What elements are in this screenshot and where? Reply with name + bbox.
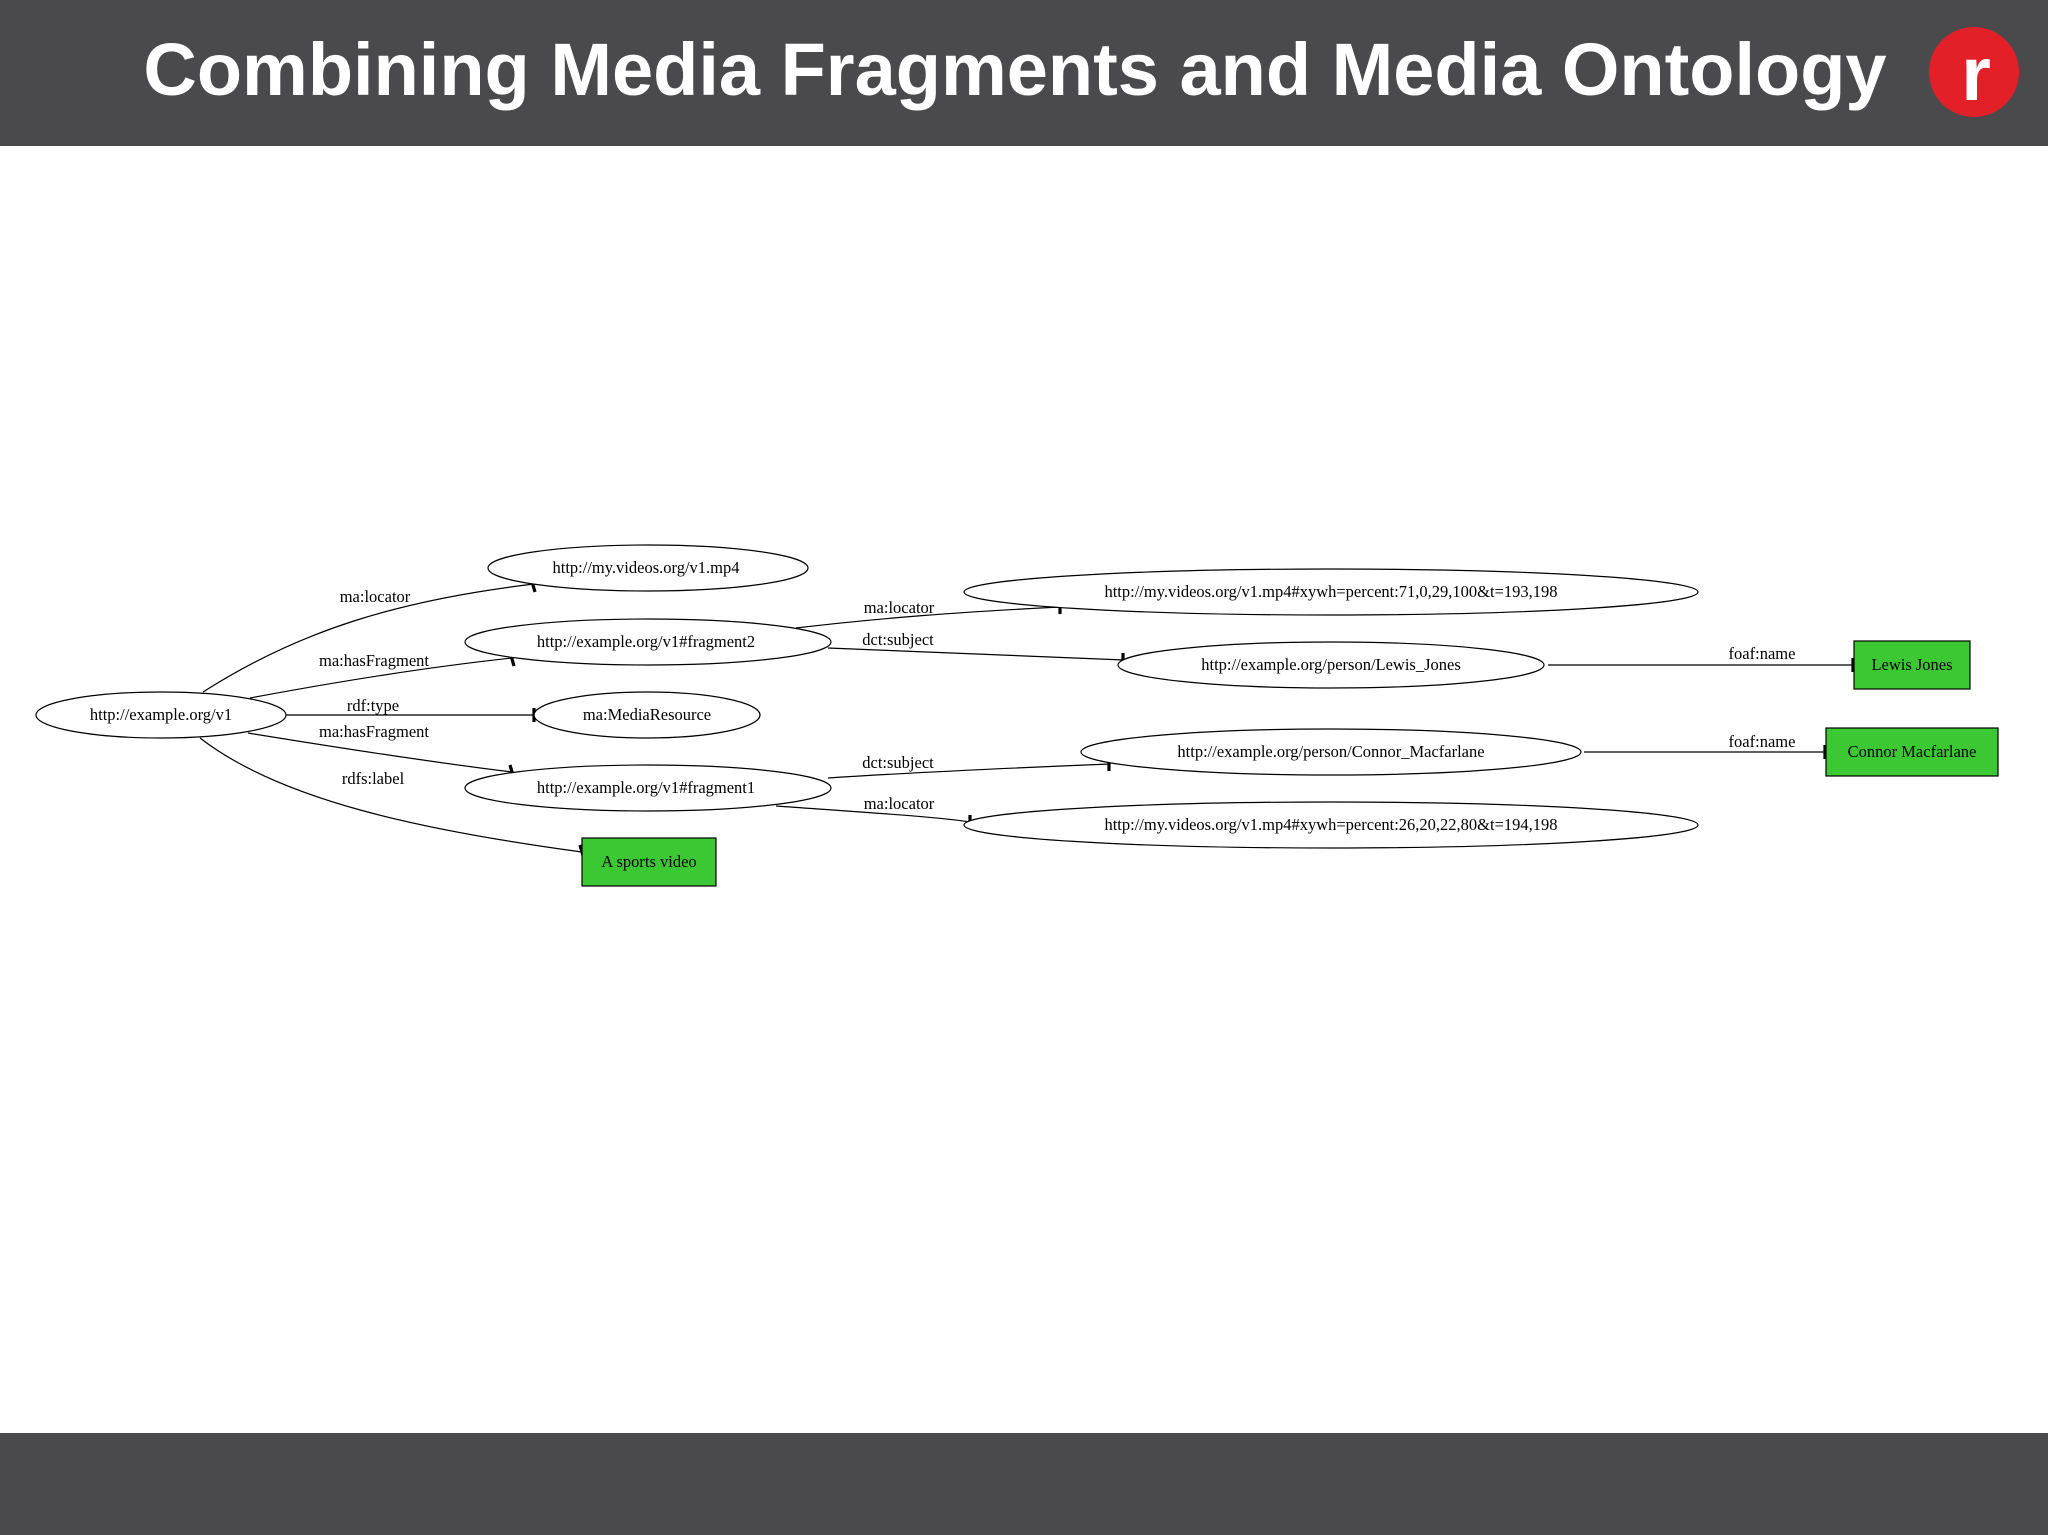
node-label-sports-video: A sports video: [601, 852, 696, 871]
node-label-media-resource: ma:MediaResource: [583, 705, 711, 724]
node-frag2-locator: http://my.videos.org/v1.mp4#xywh=percent…: [963, 568, 1699, 616]
node-label-fragment1: http://example.org/v1#fragment1: [537, 778, 755, 797]
node-frag1-locator: http://my.videos.org/v1.mp4#xywh=percent…: [963, 801, 1699, 849]
node-label-connor-uri: http://example.org/person/Connor_Macfarl…: [1177, 742, 1484, 761]
edge-label-v1-locator: ma:locator: [340, 587, 411, 606]
slide-title: Combining Media Fragments and Media Onto…: [143, 28, 1887, 111]
node-fragment1: http://example.org/v1#fragment1: [464, 764, 832, 812]
edge-frag2-subject: [827, 647, 1125, 661]
node-sports-video: A sports video: [581, 837, 717, 887]
edge-label-frag2-subject: dct:subject: [862, 630, 934, 649]
edge-label-frag1-subject: dct:subject: [862, 753, 934, 772]
edge-label-connor-name: foaf:name: [1729, 732, 1796, 751]
node-label-frag1-locator: http://my.videos.org/v1.mp4#xywh=percent…: [1104, 815, 1557, 834]
r-logo-icon: r: [1929, 27, 2019, 117]
edge-v1-has-fragment1: [247, 732, 513, 773]
node-label-fragment2: http://example.org/v1#fragment2: [537, 632, 755, 651]
node-label-v1-mp4: http://my.videos.org/v1.mp4: [552, 558, 739, 577]
edge-label-v1-has-fragment2: ma:hasFragment: [319, 651, 429, 670]
edge-v1-label: [199, 737, 583, 853]
node-label-lewis-jones-uri: http://example.org/person/Lewis_Jones: [1201, 655, 1461, 674]
edge-frag1-subject: [827, 763, 1111, 779]
node-v1: http://example.org/v1: [35, 691, 287, 739]
node-v1-mp4: http://my.videos.org/v1.mp4: [487, 544, 809, 592]
edge-v1-has-fragment2: [249, 657, 513, 699]
logo-letter: r: [1961, 32, 1991, 117]
node-connor-name: Connor Macfarlane: [1825, 727, 1999, 777]
node-media-resource: ma:MediaResource: [533, 691, 761, 739]
edge-label-frag1-locator: ma:locator: [864, 794, 935, 813]
node-lewis-jones-uri: http://example.org/person/Lewis_Jones: [1117, 641, 1545, 689]
edge-label-lewis-name: foaf:name: [1729, 644, 1796, 663]
node-connor-uri: http://example.org/person/Connor_Macfarl…: [1080, 728, 1582, 776]
footer-bar: [0, 1433, 2048, 1535]
edge-label-frag2-locator: ma:locator: [864, 598, 935, 617]
header-bar: [0, 0, 2048, 146]
node-label-lewis-jones-name: Lewis Jones: [1871, 655, 1952, 674]
edge-v1-locator: [202, 583, 535, 693]
edge-label-v1-type: rdf:type: [347, 696, 399, 715]
node-label-connor-name: Connor Macfarlane: [1848, 742, 1977, 761]
edge-label-v1-has-fragment1: ma:hasFragment: [319, 722, 429, 741]
edge-label-v1-label: rdfs:label: [342, 769, 405, 788]
node-label-frag2-locator: http://my.videos.org/v1.mp4#xywh=percent…: [1104, 582, 1557, 601]
edge-frag2-locator: [795, 606, 1061, 629]
edge-frag1-locator: [775, 805, 971, 823]
node-fragment2: http://example.org/v1#fragment2: [464, 618, 832, 666]
node-lewis-jones-name: Lewis Jones: [1853, 640, 1971, 690]
node-label-v1: http://example.org/v1: [90, 705, 232, 724]
